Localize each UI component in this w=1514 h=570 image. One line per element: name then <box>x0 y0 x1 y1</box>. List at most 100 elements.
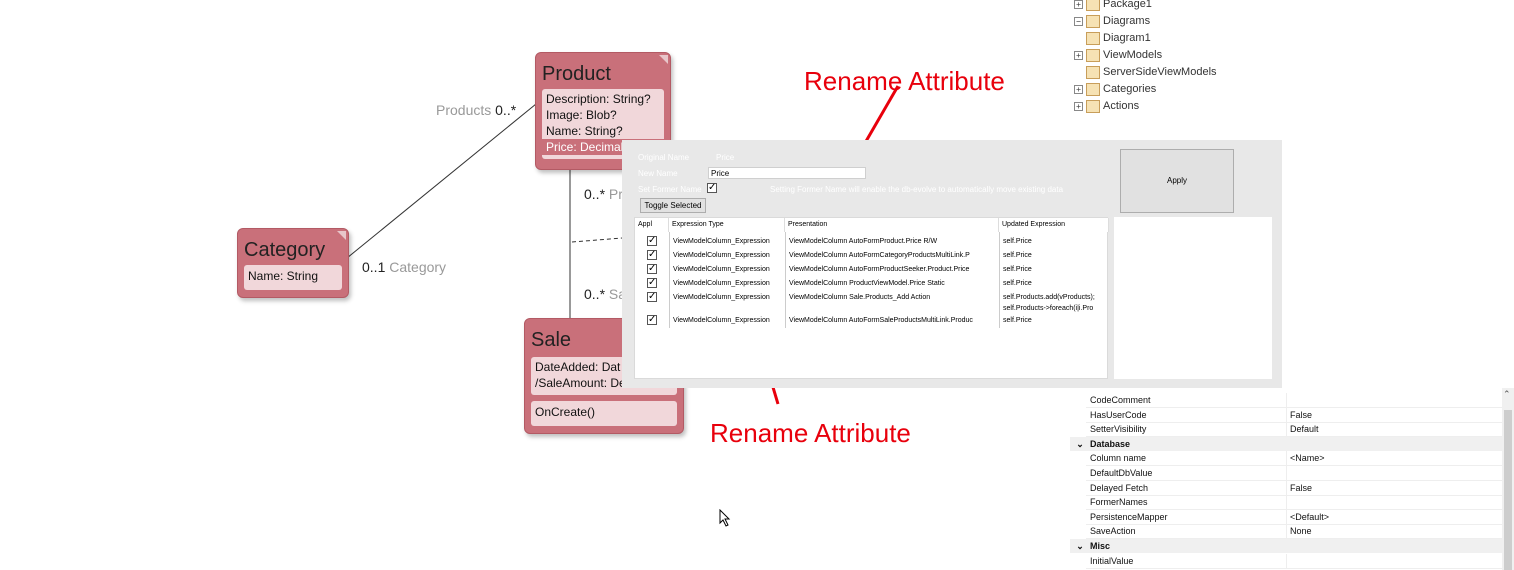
column-separator <box>999 232 1000 328</box>
attribute[interactable]: Name: String <box>248 269 319 283</box>
property-value[interactable]: <Default> <box>1290 511 1330 522</box>
row-apply-checkbox[interactable]: ✓ <box>647 235 657 246</box>
column-header-presentation[interactable]: Presentation <box>785 218 999 232</box>
property-row-divider <box>1086 523 1504 525</box>
attribute[interactable]: Name: String? <box>546 124 623 138</box>
row-updated-expression[interactable]: self.Price <box>1003 317 1032 324</box>
tree-item-label: Diagram1 <box>1103 32 1151 44</box>
row-expression-type: ViewModelColumn_Expression <box>673 238 770 245</box>
property-column-divider <box>1286 422 1287 437</box>
assoc-multiplicity: 0..* <box>495 102 517 118</box>
expand-icon[interactable]: + <box>1074 0 1083 9</box>
row-expression-type: ViewModelColumn_Expression <box>673 266 770 273</box>
row-expression-type: ViewModelColumn_Expression <box>673 280 770 287</box>
diagram-icon <box>1086 31 1100 45</box>
property-name: HasUserCode <box>1090 409 1147 420</box>
row-updated-expression[interactable]: self.Price <box>1003 238 1032 245</box>
row-apply-checkbox[interactable]: ✓ <box>647 249 657 260</box>
property-category-misc[interactable]: ⌄Misc <box>1070 539 1502 553</box>
property-name: Column name <box>1090 453 1147 464</box>
uml-class-category[interactable]: Category Name: String <box>237 228 349 298</box>
property-row-divider <box>1086 509 1504 511</box>
properties-scrollbar-thumb[interactable] <box>1504 410 1512 570</box>
tree-item-serversideviewmodels[interactable]: ServerSideViewModels <box>1086 64 1217 80</box>
tree-item-diagrams[interactable]: −Diagrams <box>1074 13 1150 29</box>
original-name-label: Original Name <box>638 153 690 162</box>
class-title: Category <box>244 239 326 261</box>
row-apply-checkbox[interactable]: ✓ <box>647 314 657 325</box>
property-value[interactable]: False <box>1290 409 1313 420</box>
tree-item-label: Categories <box>1103 83 1157 95</box>
row-updated-expression[interactable]: self.Products.add(vProducts); <box>1003 294 1095 301</box>
property-column-divider <box>1286 524 1287 539</box>
expand-icon[interactable]: + <box>1074 84 1083 94</box>
column-header-apply[interactable]: Appl <box>635 218 669 232</box>
tree-item-label: Package1 <box>1103 0 1152 10</box>
assoc-role: Products <box>436 102 492 118</box>
row-updated-expression[interactable]: self.Price <box>1003 266 1032 273</box>
assoc-multiplicity: 0..* <box>584 286 606 302</box>
new-name-input[interactable]: Price <box>708 167 866 179</box>
row-presentation: ViewModelColumn AutoFormProductSeeker.Pr… <box>789 266 970 273</box>
column-header-expression-type[interactable]: Expression Type <box>669 218 785 232</box>
row-presentation: ViewModelColumn AutoFormProduct.Price R/… <box>789 238 938 245</box>
class-title: Sale <box>531 329 572 351</box>
collapse-icon[interactable]: ⌄ <box>1076 438 1084 449</box>
class-methods: OnCreate() <box>531 401 677 426</box>
assoc-role: Pr <box>608 186 623 202</box>
class-corner-icon <box>337 231 346 240</box>
collapse-icon[interactable]: − <box>1074 16 1083 26</box>
assoc-multiplicity: 0..* <box>584 186 606 202</box>
class-title: Product <box>542 63 611 85</box>
property-value[interactable]: Default <box>1290 424 1319 435</box>
property-value[interactable]: <Name> <box>1290 453 1325 464</box>
tree-item-actions[interactable]: +Actions <box>1074 98 1139 114</box>
attribute[interactable]: Image: Blob? <box>546 108 617 122</box>
expressions-grid: Appl Expression Type Presentation Update… <box>634 217 1109 379</box>
row-apply-checkbox[interactable]: ✓ <box>647 263 657 274</box>
assoc-line-category-product <box>346 103 537 259</box>
property-column-divider <box>1286 393 1287 407</box>
method[interactable]: OnCreate() <box>535 405 596 419</box>
tree-item-label: ServerSideViewModels <box>1103 66 1217 78</box>
property-name: DefaultDbValue <box>1090 468 1153 478</box>
column-separator <box>669 232 670 328</box>
expand-icon[interactable]: + <box>1074 101 1083 111</box>
tree-item-viewmodels[interactable]: +ViewModels <box>1074 47 1162 63</box>
toggle-selected-button[interactable]: Toggle Selected <box>640 198 706 213</box>
mouse-cursor-icon <box>719 509 731 527</box>
set-former-name-checkbox[interactable]: ✓ <box>707 182 717 193</box>
scroll-up-icon[interactable]: ⌃ <box>1503 390 1511 400</box>
attribute[interactable]: DateAdded: Dat <box>535 360 621 374</box>
property-column-divider <box>1286 466 1287 480</box>
class-corner-icon <box>659 55 668 64</box>
row-apply-checkbox[interactable]: ✓ <box>647 277 657 288</box>
property-row-divider <box>1086 421 1504 423</box>
property-value[interactable]: None <box>1290 526 1312 537</box>
assoc-role: Category <box>389 259 447 275</box>
row-apply-checkbox[interactable]: ✓ <box>647 291 657 302</box>
attribute[interactable]: /SaleAmount: De <box>535 376 626 390</box>
tree-item-categories[interactable]: + Categories <box>1074 81 1156 97</box>
row-updated-expression-line2[interactable]: self.Products->foreach(i|i.Pro <box>1003 305 1094 312</box>
property-row-divider <box>1086 407 1504 408</box>
column-header-updated-expression[interactable]: Updated Expression <box>999 218 1109 232</box>
folder-icon <box>1086 65 1100 79</box>
attribute[interactable]: Description: String? <box>546 92 651 106</box>
row-updated-expression[interactable]: self.Price <box>1003 280 1032 287</box>
expand-icon[interactable]: + <box>1074 50 1083 60</box>
property-name: SetterVisibility <box>1090 424 1147 435</box>
property-row-divider <box>1086 494 1504 496</box>
property-category-database[interactable]: ⌄Database <box>1070 436 1502 451</box>
assoc-label-category: 0..1 Category <box>362 259 446 275</box>
property-column-divider <box>1286 451 1287 466</box>
tree-item-diagram1[interactable]: Diagram1 <box>1086 30 1151 46</box>
assoc-label-products: Products 0..* <box>436 102 516 118</box>
row-expression-type: ViewModelColumn_Expression <box>673 294 770 301</box>
property-value[interactable]: False <box>1290 482 1313 493</box>
dialog-side-panel <box>1114 217 1272 379</box>
apply-button[interactable]: Apply <box>1120 149 1234 213</box>
collapse-icon[interactable]: ⌄ <box>1076 541 1084 551</box>
row-updated-expression[interactable]: self.Price <box>1003 252 1032 259</box>
tree-item-package1[interactable]: + Package1 <box>1074 0 1152 12</box>
